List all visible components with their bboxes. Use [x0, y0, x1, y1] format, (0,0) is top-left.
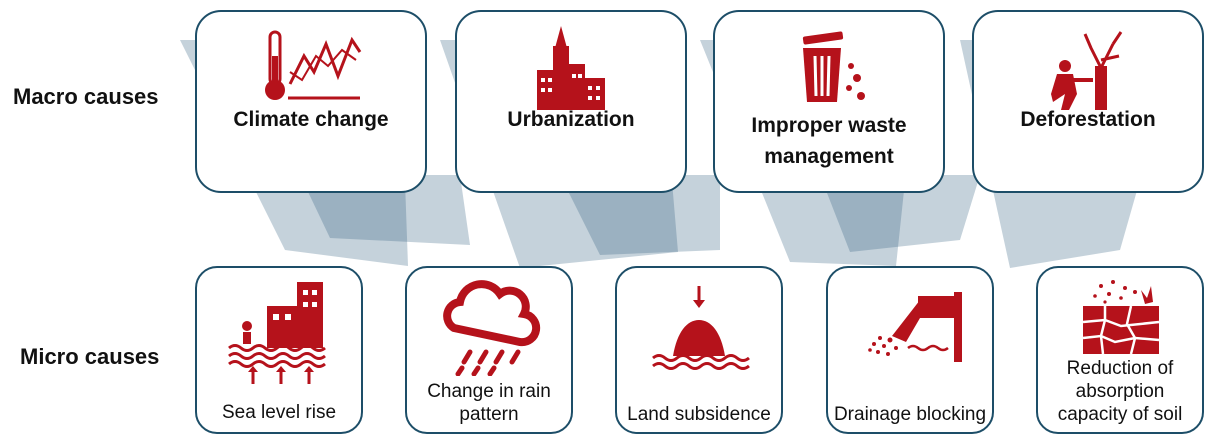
macro-cause-label: Climate change: [233, 108, 389, 131]
micro-card-rain-pattern: Change in rain pattern: [405, 266, 573, 434]
micro-cause-label: Change in rain pattern: [427, 381, 551, 425]
micro-cause-label: Sea level rise: [221, 402, 337, 423]
city-buildings-icon: [537, 26, 605, 110]
link-fan: [820, 175, 980, 252]
macro-card-climate-change: Climate change: [195, 10, 427, 193]
sinking-mound-icon: [652, 286, 750, 370]
flooded-buildings-icon: [228, 282, 326, 384]
micro-cause-label: Reduction of absorption capacity of soil: [1057, 358, 1183, 425]
tree-cutting-icon: [1051, 31, 1123, 110]
micro-cause-label: Drainage blocking: [833, 404, 987, 425]
drain-pipe-icon: [868, 292, 962, 362]
micro-causes-label: Micro causes: [20, 344, 160, 369]
macro-card-deforestation: Deforestation: [972, 10, 1204, 193]
micro-card-land-subsidence: Land subsidence: [615, 266, 783, 434]
micro-card-drainage-blocking: Drainage blocking: [826, 266, 994, 434]
cracked-soil-icon: [1082, 280, 1160, 355]
macro-cause-label: Deforestation: [1020, 108, 1156, 131]
macro-cause-label: Urbanization: [507, 108, 635, 131]
macro-card-waste-management: Improper waste management: [713, 10, 945, 193]
thermometer-chart-icon: [265, 30, 362, 100]
micro-cause-label: Land subsidence: [627, 404, 771, 425]
macro-causes-label: Macro causes: [13, 84, 159, 109]
micro-card-sea-level-rise: Sea level rise: [195, 266, 363, 434]
micro-card-soil-absorption: Reduction of absorption capacity of soil: [1036, 266, 1204, 434]
macro-card-urbanization: Urbanization: [455, 10, 687, 193]
link-fan: [560, 175, 720, 255]
macro-cause-label: Improper waste management: [751, 114, 907, 168]
rain-cloud-icon: [443, 280, 541, 376]
trash-bin-icon: [802, 31, 865, 102]
